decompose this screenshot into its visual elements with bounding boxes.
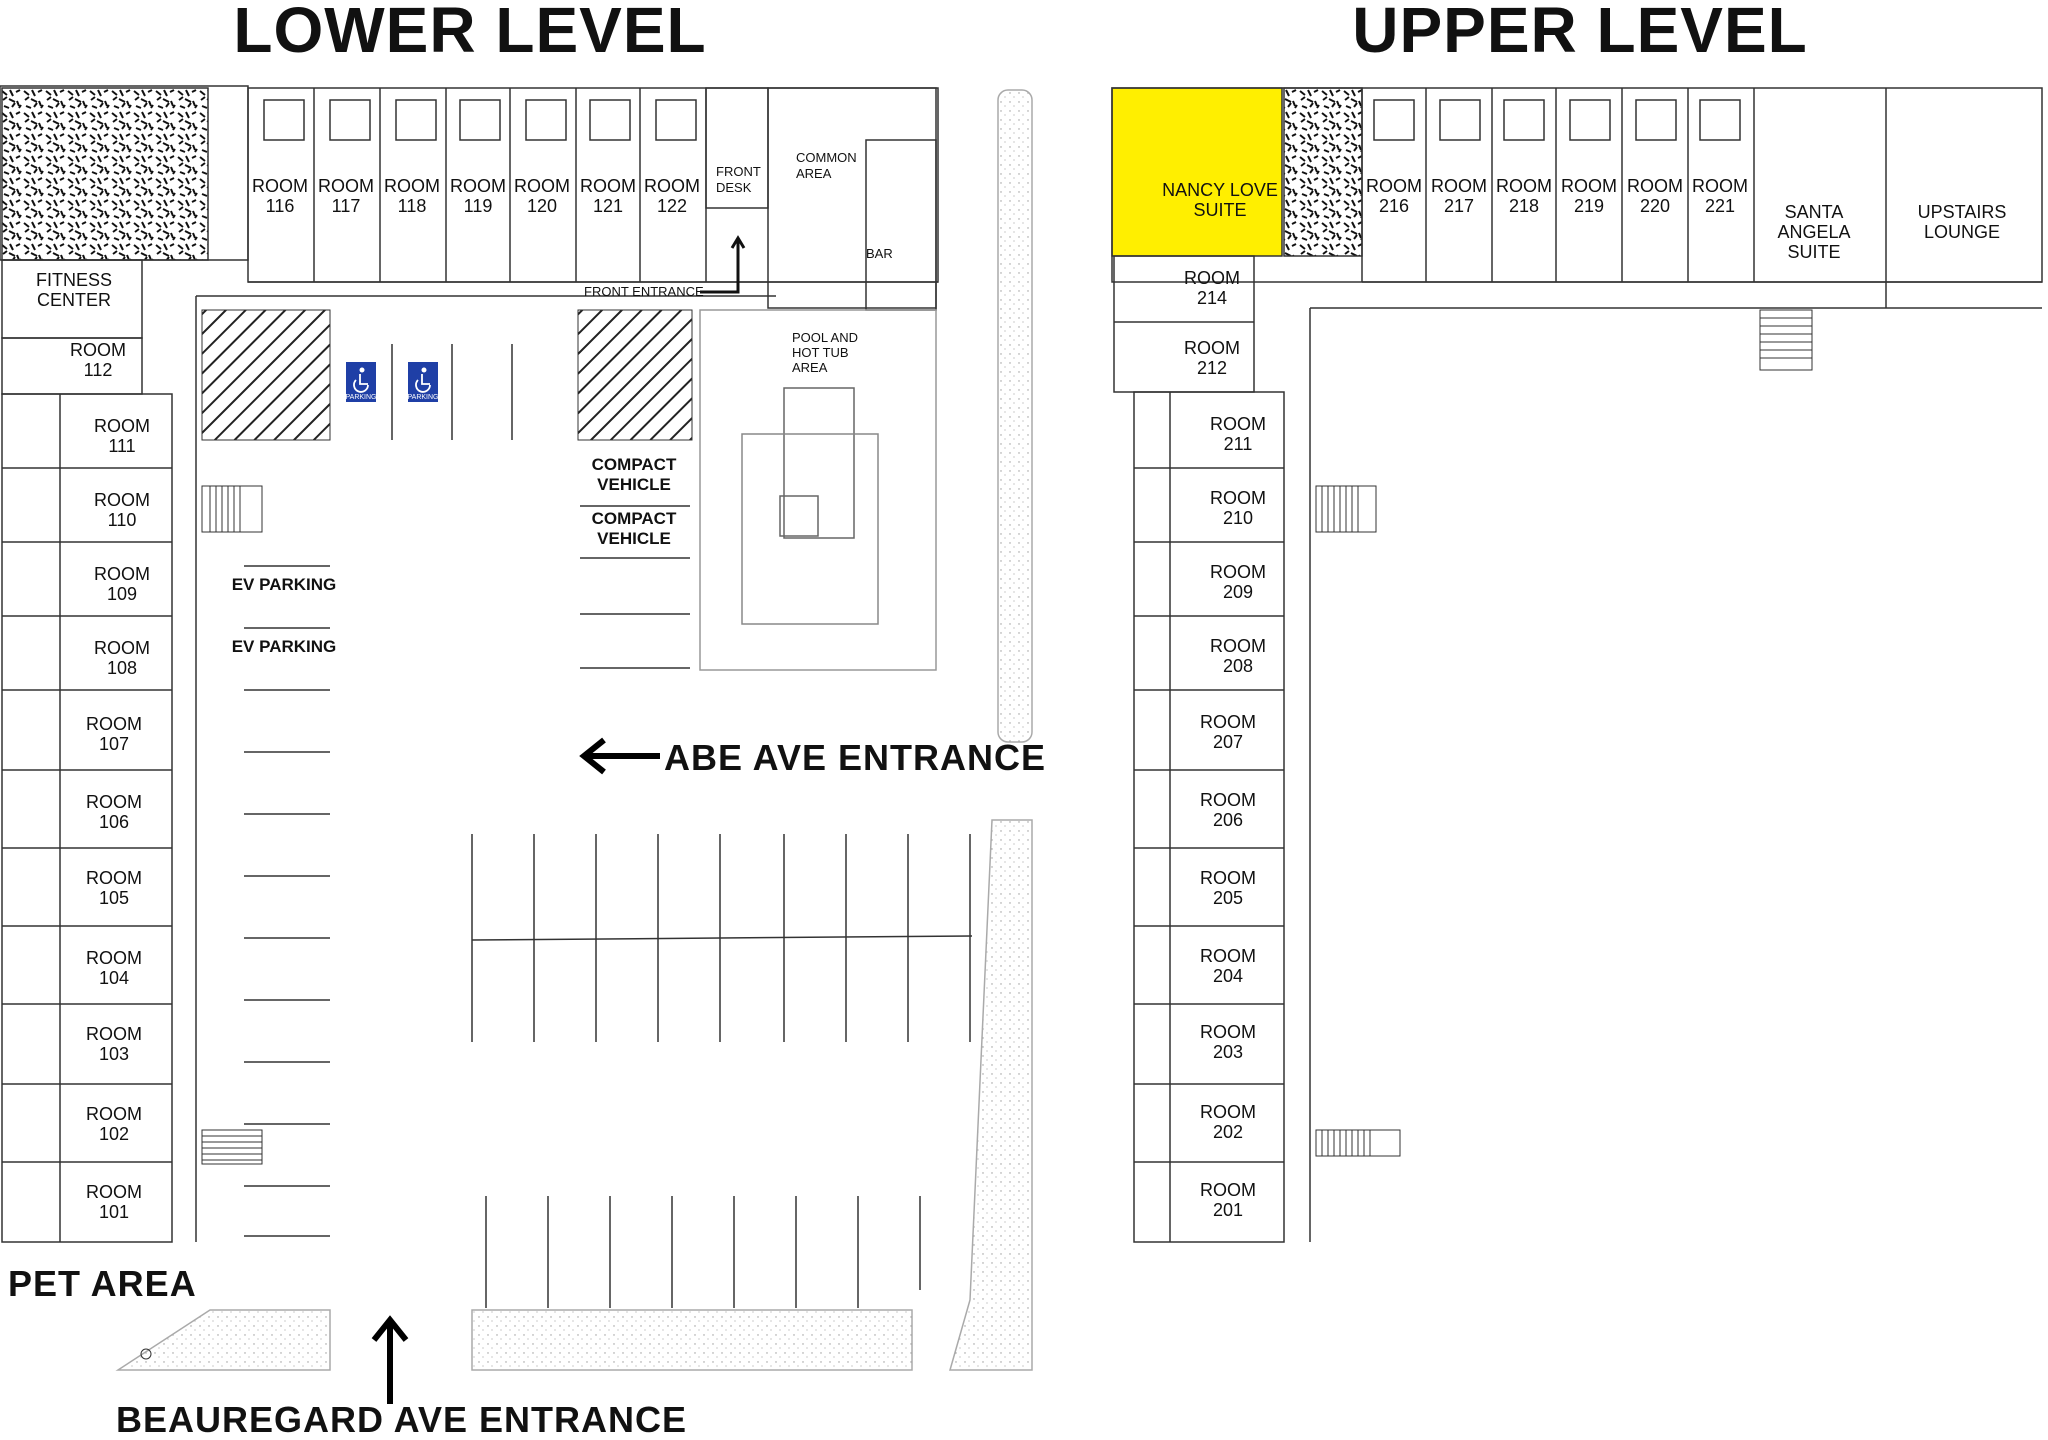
beauregard-ave-entrance-label: BEAUREGARD AVE ENTRANCE <box>116 1399 687 1440</box>
upper-landscape-area <box>1283 87 1363 257</box>
landscape-area <box>1 87 209 261</box>
front-entrance-arrow-icon <box>700 235 746 294</box>
hatched-area-right <box>577 309 693 441</box>
ev-parking-label-1: EV PARKING <box>232 575 337 594</box>
parking-sign-text: PARKING <box>408 394 439 401</box>
upper-stairs <box>1315 309 1813 1157</box>
pool-area <box>699 309 937 671</box>
wheelchair-icon <box>415 367 431 393</box>
pet-area-label: PET AREA <box>8 1263 197 1304</box>
lower-side-rooms <box>2 394 172 1242</box>
accessible-parking-sign-1: PARKING <box>346 362 377 402</box>
parking-stall-lines <box>244 344 973 1308</box>
nancy-love-suite <box>1111 87 1283 257</box>
hatched-area-left <box>201 309 331 441</box>
lower-level-title: LOWER LEVEL <box>233 0 706 66</box>
wheelchair-icon <box>353 367 369 393</box>
pool <box>783 387 855 539</box>
front-entrance-label: FRONT ENTRANCE <box>584 284 704 299</box>
lower-level-plan <box>0 85 1033 1371</box>
stairs <box>201 485 263 1165</box>
pet-area-marker <box>140 1348 152 1360</box>
lower-top-rooms <box>263 88 707 282</box>
bar-label: BAR <box>866 246 893 261</box>
abe-ave-entrance-label: ABE AVE ENTRANCE <box>664 737 1046 778</box>
sidewalk-strip <box>997 89 1033 743</box>
abe-ave-entrance: ABE AVE ENTRANCE <box>579 737 1046 778</box>
arrow-up-icon <box>371 1315 409 1404</box>
upper-level-plan <box>1111 87 2043 1243</box>
accessible-parking-sign-2: PARKING <box>408 362 439 402</box>
parking-sign-text: PARKING <box>346 394 377 401</box>
beauregard-ave-entrance: BEAUREGARD AVE ENTRANCE <box>116 1315 687 1440</box>
upper-level-title: UPPER LEVEL <box>1352 0 1808 66</box>
arrow-left-icon <box>579 737 660 775</box>
ev-parking-label-2: EV PARKING <box>232 637 337 656</box>
